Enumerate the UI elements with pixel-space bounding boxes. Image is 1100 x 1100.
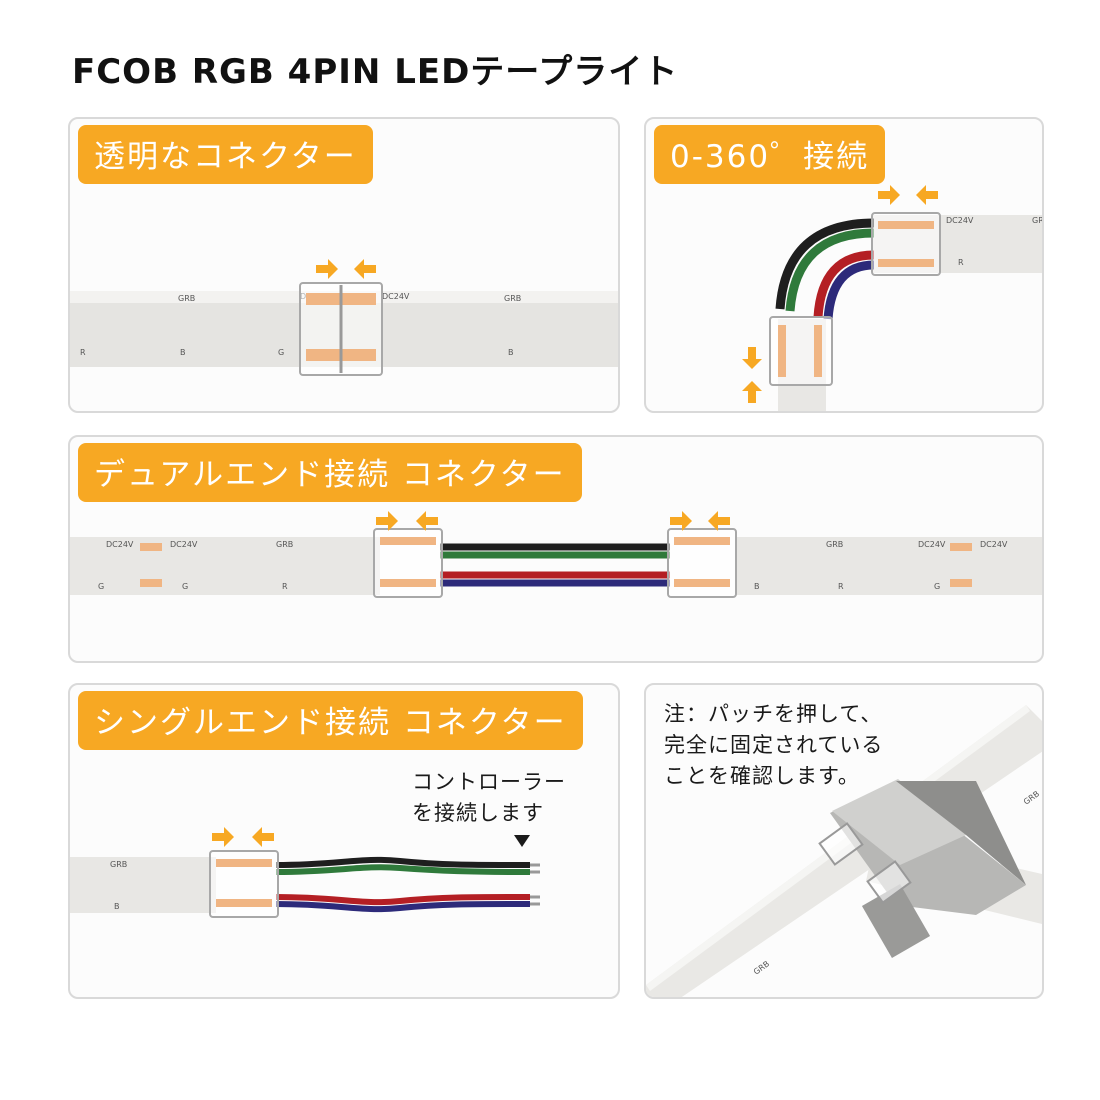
rotate-connector-illustration: DC24V R GRB [742,185,1044,411]
panel-single-end-connector: GRB B シングルエンド接続 コネクター コントローラー を接続します [68,683,620,999]
strip-mark-grb-r: GRB [1032,216,1044,225]
press-note: 注：パッチを押して、 完全に固定されている ことを確認します。 [664,699,883,792]
strip-mark-grb-2: GRB [504,294,521,303]
press-note-line1: 注：パッチを押して、 [664,702,883,726]
strip-mark-grb-n2: GRB [752,959,771,976]
strip-mark-dc24v-2: DC24V [382,292,410,301]
strip-mark-dc24v-r: DC24V [946,216,974,225]
strip-mark-g-d2: G [182,582,188,591]
strip-mark-grb: GRB [178,294,195,303]
strip-mark-b-d1: B [754,582,760,591]
strip-mark-g-d1: G [98,582,104,591]
strip-mark-grb-s1: GRB [110,860,127,869]
controller-note-line2: を接続します [412,801,544,825]
press-note-line2: 完全に固定されている [664,733,884,757]
transparent-connector-label: 透明なコネクター [78,125,373,184]
strip-mark-r: R [80,348,86,357]
controller-note-line1: コントローラー [412,770,566,794]
panel-press-note: GRB GRB 注：パッチを押して、 完全に固定されている ことを確認します。 [644,683,1044,999]
single-end-connector-illustration: GRB B [70,827,540,918]
strip-mark-dc24v-d1: DC24V [106,540,134,549]
page-title: FCOB RGB 4PIN LEDテープライト [72,52,679,92]
strip-mark-grb-d1: GRB [276,540,293,549]
strip-mark-grb-n: GRB [1022,789,1041,806]
transparent-connector-illustration: GRB GRB DC24V DC24V R B G B [70,259,618,376]
panel-transparent-connector: GRB GRB DC24V DC24V R B G B 透明なコネクター [68,117,620,413]
strip-mark-dc24v-d3: DC24V [918,540,946,549]
strip-mark-dc24v-d2: DC24V [170,540,198,549]
strip-mark-g: G [278,348,284,357]
strip-mark-dc24v-d4: DC24V [980,540,1008,549]
strip-mark-r-r: R [958,258,964,267]
press-note-line3: ことを確認します。 [664,764,860,788]
controller-note: コントローラー を接続します [412,767,566,829]
strip-mark-b-2: B [508,348,514,357]
strip-mark-g-d3: G [934,582,940,591]
down-triangle-icon [514,835,530,847]
strip-mark-r-d1: R [282,582,288,591]
strip-mark-b-s1: B [114,902,120,911]
dual-end-connector-label: デュアルエンド接続 コネクター [78,443,582,502]
rotate-connector-label: 0-360゜接続 [654,125,886,184]
strip-mark-b: B [180,348,186,357]
panel-dual-end-connector: DC24V DC24V GRB GRB DC24V DC24V G G R B … [68,435,1044,663]
panel-rotate-connector: DC24V R GRB 0-360゜接続 [644,117,1044,413]
press-connector-illustration: GRB GRB [646,705,1042,997]
single-end-connector-label: シングルエンド接続 コネクター [78,691,583,750]
strip-mark-r-d2: R [838,582,844,591]
strip-mark-grb-d2: GRB [826,540,843,549]
dual-end-connector-illustration: DC24V DC24V GRB GRB DC24V DC24V G G R B … [70,511,1042,598]
